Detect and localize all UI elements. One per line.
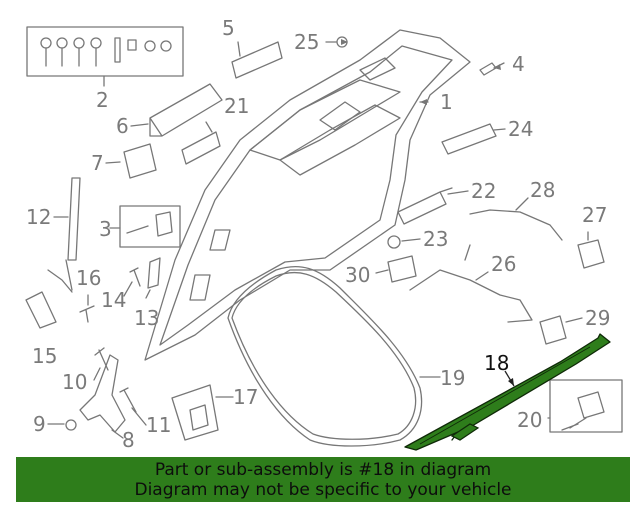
callout-23: 23 [423,227,448,251]
callout-4: 4 [512,52,525,76]
callout-26: 26 [491,252,516,276]
part-21-trim[interactable] [181,131,221,165]
part-11-bolt[interactable] [119,387,137,413]
callout-24: 24 [508,117,533,141]
callout-28: 28 [530,178,555,202]
part-6-pad[interactable] [149,83,223,137]
callout-12: 12 [26,205,51,229]
callout-1: 1 [440,90,453,114]
part-8-hinge[interactable] [79,354,126,433]
part-17-lock[interactable] [171,384,219,441]
part-30-bracket[interactable] [387,255,417,283]
part-10-bolt[interactable] [94,347,109,371]
callout-17: 17 [233,385,258,409]
arrowhead-18 [508,378,514,386]
part-20-clip-set[interactable] [549,379,623,433]
callout-30: 30 [345,263,370,287]
callout-16: 16 [76,266,101,290]
callout-7: 7 [91,151,104,175]
part-18-weatherstrip[interactable] [404,333,611,451]
callout-18-highlighted: 18 [484,351,509,375]
part-24-module[interactable] [441,123,497,155]
callout-6: 6 [116,114,129,138]
callout-14: 14 [101,288,126,312]
callout-8: 8 [122,428,135,452]
part-16-bolt[interactable] [79,305,95,323]
part-2-fastener-set[interactable] [26,26,184,87]
callout-15: 15 [32,344,57,368]
callout-21: 21 [224,94,249,118]
callout-19: 19 [440,366,465,390]
banner-line-1: Part or sub-assembly is #18 in diagram [154,460,492,480]
part-7-bumper[interactable] [123,143,157,179]
arrowheads [341,39,501,105]
banner-line-2: Diagram may not be specific to your vehi… [134,480,512,500]
part-12-strut[interactable] [47,177,81,293]
part-3-clip-set[interactable] [119,205,181,248]
callout-11: 11 [146,413,171,437]
callout-3: 3 [99,217,112,241]
callout-13: 13 [134,306,159,330]
callout-9: 9 [33,412,46,436]
part-15-cap[interactable] [25,291,57,329]
part-4-plug[interactable] [479,62,497,76]
info-banner: Part or sub-assembly is #18 in diagram D… [16,457,630,502]
part-1-lid-panel[interactable] [144,29,471,361]
part-26-harness[interactable] [409,244,533,323]
callout-numbers: 1 2 3 4 5 6 7 8 9 10 11 12 13 14 15 16 1… [26,16,610,452]
part-19-seal[interactable] [227,266,423,447]
part-5-pad[interactable] [231,41,283,79]
callout-22: 22 [471,179,496,203]
part-13-bracket[interactable] [147,257,161,289]
callout-25: 25 [294,30,319,54]
callout-2: 2 [96,88,109,112]
part-23-nut[interactable] [387,235,401,249]
callout-5: 5 [222,16,235,40]
part-28-cable[interactable] [469,209,563,241]
part-9-nut[interactable] [65,419,77,431]
part-14-bolt[interactable] [129,267,141,287]
callout-27: 27 [582,203,607,227]
part-27-sensor[interactable] [577,239,605,269]
part-29-bracket[interactable] [539,315,567,345]
part-22-motor[interactable] [397,187,453,225]
callout-20: 20 [517,408,542,432]
callout-10: 10 [62,370,87,394]
callout-29: 29 [585,306,610,330]
